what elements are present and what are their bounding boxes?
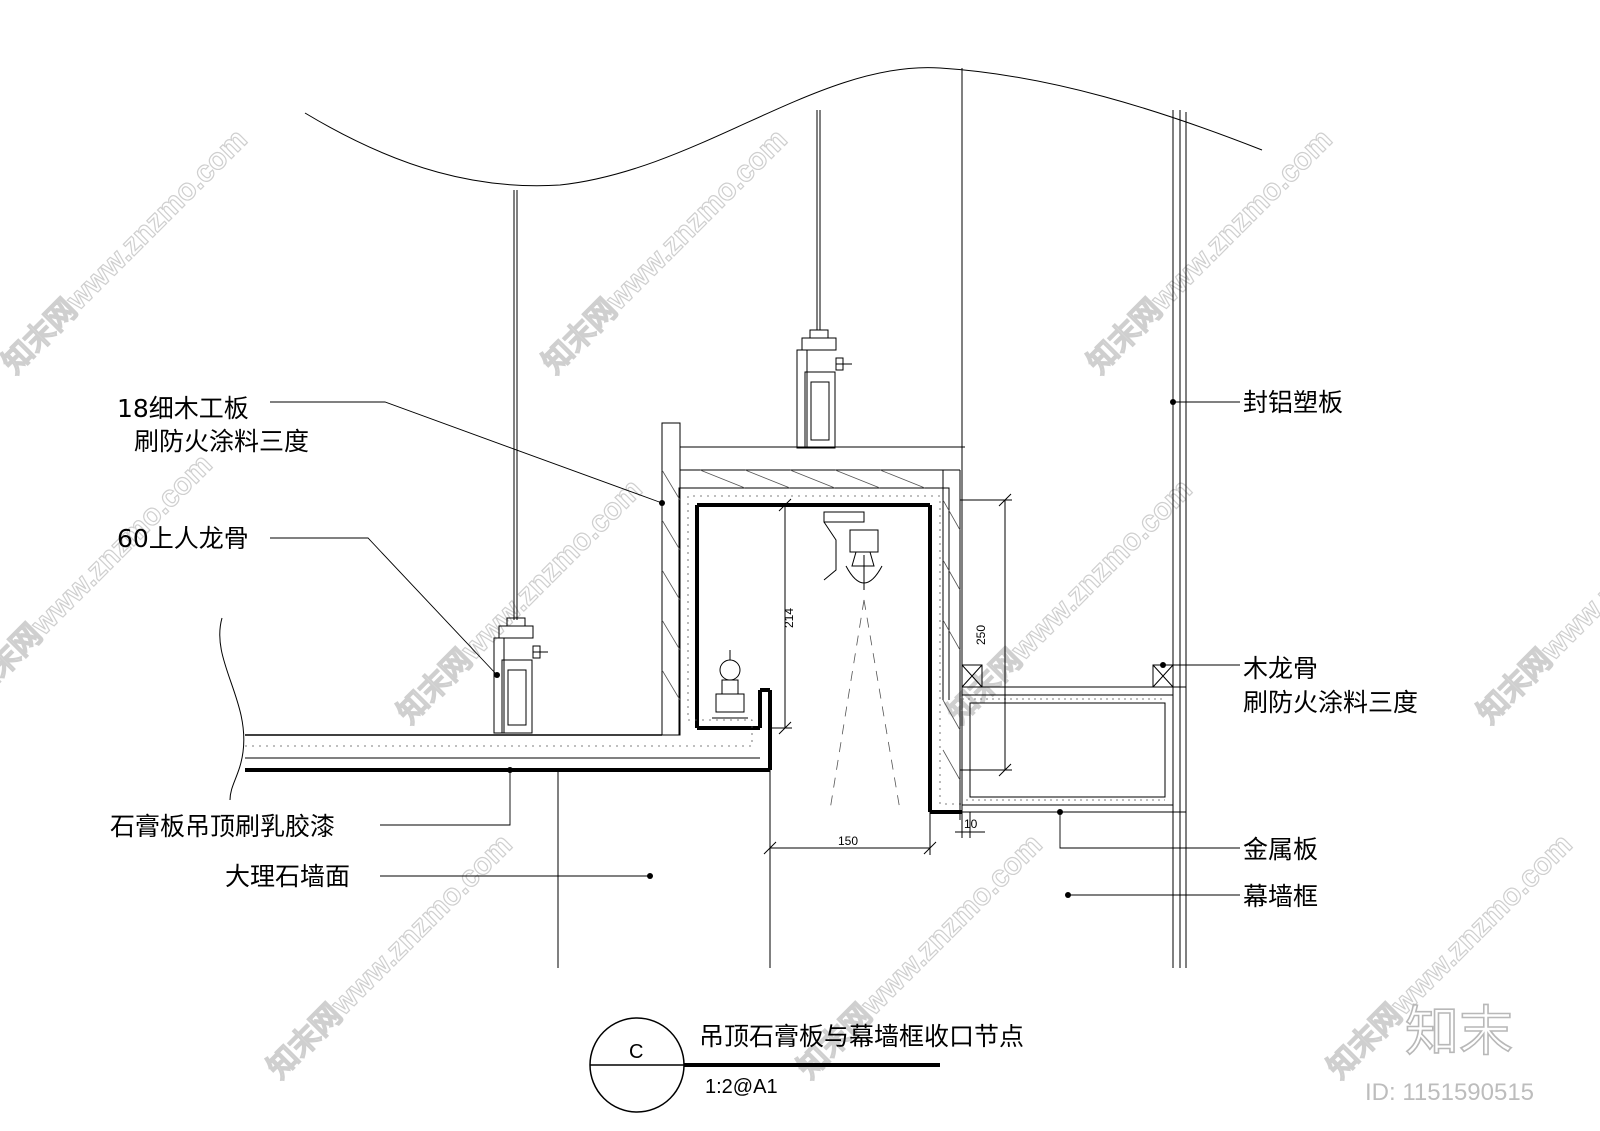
brand-watermark: 知末 ID: 1151590515 (1365, 999, 1534, 1106)
watermark-text: 知末网www.znzmo.com (0, 123, 254, 380)
hanger-rods (513, 110, 821, 620)
keel-hanger-right (796, 329, 852, 449)
label-wood-board-fireproof: 刷防火涂料三度 (134, 427, 309, 456)
watermark-text: 知末网www.znzmo.com (537, 123, 794, 380)
watermark-group: 知末网www.znzmo.com 知末网www.znzmo.com 知末网www… (0, 122, 1600, 1085)
dim-10-label: 10 (964, 817, 978, 831)
wall-break-line (219, 617, 245, 801)
down-light-fixture (823, 511, 901, 811)
title-block: C 吊顶石膏板与幕墙框收口节点 1:2@A1 (589, 1017, 1024, 1113)
linear-light-fixture (712, 650, 748, 719)
detail-scale: 1:2@A1 (705, 1076, 778, 1098)
label-marble-wall: 大理石墙面 (225, 862, 350, 891)
label-metal-panel: 金属板 (1243, 835, 1318, 864)
annotations: 18细木工板 刷防火涂料三度 60上人龙骨 石膏板吊顶刷乳胶漆 大理石墙面 封铝… (110, 388, 1418, 911)
label-wood-keel: 木龙骨 (1243, 654, 1318, 683)
label-wood-keel-fireproof: 刷防火涂料三度 (1243, 688, 1418, 717)
keel-hanger-left (493, 617, 548, 734)
watermark-text: 知末网www.znzmo.com (1472, 473, 1600, 730)
label-gypsum-ceiling: 石膏板吊顶刷乳胶漆 (110, 812, 335, 841)
detail-bubble-letter: C (629, 1041, 643, 1063)
detail-title: 吊顶石膏板与幕墙框收口节点 (699, 1022, 1024, 1051)
curtain-wall (961, 68, 1187, 968)
watermark-text: 知末网www.znzmo.com (942, 473, 1199, 730)
watermark-text: 知末网www.znzmo.com (0, 448, 219, 705)
label-curtain-wall-frame: 幕墙框 (1243, 882, 1318, 911)
dim-150-label: 150 (838, 834, 858, 848)
dim-250-label: 250 (974, 625, 988, 645)
label-keel-60: 60上人龙骨 (117, 524, 249, 553)
watermark-text: 知末网www.znzmo.com (1082, 123, 1339, 380)
dim-214-label: 214 (782, 608, 796, 628)
label-aluminum-panel: 封铝塑板 (1243, 388, 1343, 417)
leaders (270, 399, 1240, 898)
brand-id: ID: 1151590515 (1365, 1079, 1534, 1106)
wood-board-box (661, 422, 965, 820)
dimensions: 214 250 150 10 (763, 493, 1012, 855)
label-wood-board: 18细木工板 (117, 394, 249, 423)
watermark-text: 知末网www.znzmo.com (392, 473, 649, 730)
brand-logo-text: 知末 (1405, 1000, 1513, 1063)
slab-break-line (304, 67, 1263, 187)
